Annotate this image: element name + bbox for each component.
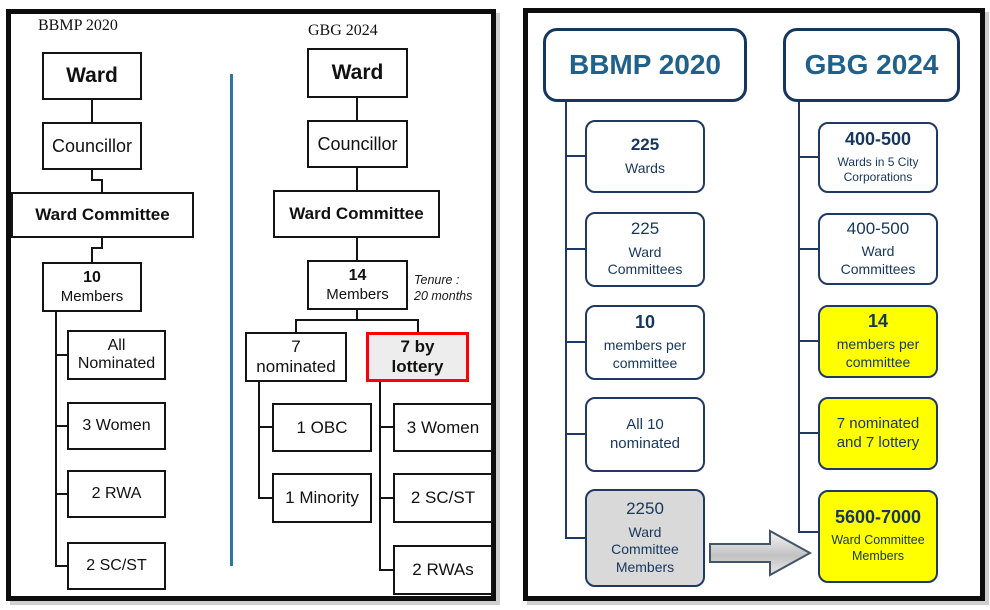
connector-line (565, 341, 585, 343)
bbmp-2020-header: BBMP 2020 (543, 28, 747, 102)
bbmp-2020-title: BBMP 2020 (38, 17, 118, 34)
connector-line (101, 238, 103, 249)
gbg-leaf-1-minority: 1 Minority (272, 473, 372, 523)
stat-box-gbg-total-members: 5600-7000 Ward Committee Members (818, 490, 938, 583)
stat-label: Wards (625, 159, 665, 176)
connector-line (55, 425, 68, 427)
stat-box-gbg-nominated-lottery: 7 nominated and 7 lottery (818, 397, 938, 470)
stat-value: 225 (630, 219, 660, 239)
stat-value: 10 (634, 311, 656, 332)
stat-box-bbmp-ward-committees: 225 Ward Committees (585, 212, 705, 287)
bbmp-members-count: 10 (83, 269, 101, 287)
connector-line (356, 310, 358, 320)
connector-line (356, 238, 358, 260)
stat-box-gbg-wards: 400-500 Wards in 5 City Corporations (818, 122, 938, 193)
bbmp-ward-box: Ward (42, 52, 142, 100)
connector-line (379, 426, 393, 428)
gbg-leaf-3-women: 3 Women (393, 403, 493, 452)
bbmp-leaf-2-rwa: 2 RWA (67, 470, 166, 518)
connector-line (379, 569, 393, 571)
connector-line (565, 537, 585, 539)
bbmp-members-label: Members (60, 287, 124, 305)
connector-line (55, 354, 68, 356)
connector-line (258, 382, 260, 499)
connector-line (798, 248, 818, 250)
connector-line (91, 247, 103, 249)
tenure-note: Tenure : 20 months (414, 273, 473, 304)
connector-line (55, 493, 68, 495)
stat-value: 14 (867, 310, 889, 331)
stat-label: members per committee (836, 336, 920, 370)
gbg-lottery-box: 7 by lottery (366, 332, 469, 382)
connector-line (379, 382, 381, 571)
panel-separator-line (230, 74, 233, 566)
stat-box-bbmp-members-per-committee: 10 members per committee (585, 305, 705, 380)
connector-line (798, 102, 800, 532)
gbg-members-box: 14 Members (307, 260, 408, 310)
stat-value: 2250 (626, 498, 664, 518)
gbg-councillor-box: Councillor (307, 120, 408, 168)
connector-line (295, 319, 419, 321)
gbg-ward-box: Ward (307, 48, 408, 98)
connector-line (91, 100, 93, 122)
connector-line (798, 432, 818, 434)
stat-box-gbg-members-per-committee: 14 members per committee (818, 305, 938, 378)
connector-line (295, 319, 297, 332)
stat-box-bbmp-total-members: 2250 Ward Committee Members (585, 489, 705, 587)
gbg-members-count: 14 (348, 267, 367, 285)
connector-line (356, 98, 358, 120)
connector-line (356, 168, 358, 190)
stat-label: Ward Committees (840, 243, 916, 277)
stat-value: 400-500 (846, 218, 910, 238)
comparison-panel: BBMP 2020 GBG 2024 225 Wards 225 Ward Co… (523, 8, 985, 601)
stat-value: 400-500 (844, 129, 912, 150)
stat-label: members per committee (603, 337, 687, 371)
connector-line (798, 340, 818, 342)
stat-label: Ward Committees (607, 243, 683, 278)
connector-line (417, 319, 419, 332)
bbmp-ward-committee-box: Ward Committee (11, 192, 194, 238)
connector-line (379, 497, 393, 499)
connector-line (101, 179, 103, 192)
gbg-leaf-2-rwas: 2 RWAs (393, 545, 493, 595)
bbmp-members-box: 10 Members (42, 262, 142, 312)
gbg-leaf-1-obc: 1 OBC (272, 403, 372, 452)
gbg-nominated-box: 7 nominated (245, 332, 347, 382)
bbmp-leaf-2-scst: 2 SC/ST (67, 542, 166, 590)
connector-line (91, 179, 103, 181)
connector-line (258, 426, 272, 428)
stat-box-gbg-ward-committees: 400-500 Ward Committees (818, 213, 938, 285)
connector-line (55, 565, 68, 567)
gbg-ward-committee-box: Ward Committee (273, 190, 440, 238)
connector-line (565, 102, 567, 539)
connector-line (258, 497, 272, 499)
connector-line (565, 433, 585, 435)
gbg-2024-header: GBG 2024 (783, 28, 960, 102)
gbg-2024-title: GBG 2024 (308, 22, 378, 39)
stat-label: 7 nominated and 7 lottery (836, 414, 920, 451)
connector-line (565, 155, 585, 157)
stat-box-bbmp-wards: 225 Wards (585, 120, 705, 193)
stat-value: 225 (630, 134, 660, 154)
connector-line (798, 156, 818, 158)
bbmp-leaf-3-women: 3 Women (67, 402, 166, 450)
stat-box-bbmp-all-nominated: All 10 nominated (585, 397, 705, 472)
bbmp-councillor-box: Councillor (42, 122, 142, 170)
bbmp-leaf-all-nominated: All Nominated (67, 330, 166, 380)
stat-label: Ward Committee Members (831, 533, 925, 563)
stat-label: Ward Committee Members (611, 523, 679, 575)
flowchart-panel: BBMP 2020 GBG 2024 Ward Councillor Ward … (6, 9, 496, 601)
gbg-leaf-2-scst: 2 SC/ST (393, 473, 493, 523)
connector-line (91, 170, 93, 181)
stat-label: Wards in 5 City Corporations (837, 154, 919, 184)
connector-line (565, 248, 585, 250)
connector-line (91, 247, 93, 262)
transition-arrow (709, 529, 813, 577)
connector-line (55, 312, 57, 566)
stat-label: All 10 nominated (609, 415, 681, 452)
stat-value: 5600-7000 (834, 507, 922, 528)
gbg-members-label: Members (326, 285, 389, 303)
connector-line (798, 531, 818, 533)
